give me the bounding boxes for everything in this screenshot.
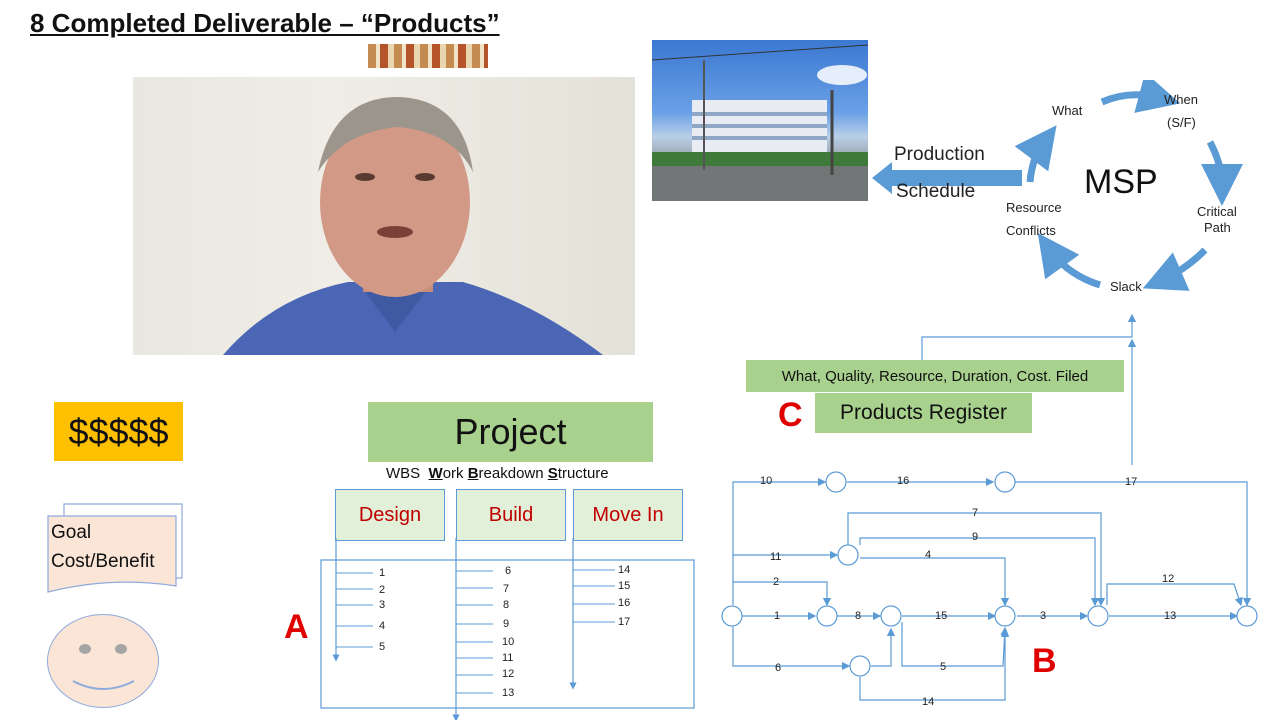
wbs-item: 2 <box>379 584 385 596</box>
schedule-label: Schedule <box>896 181 975 203</box>
wbs-build: Build <box>456 489 566 541</box>
activity-label: 15 <box>935 610 947 622</box>
wbs-caption: WBS Work Breakdown Structure <box>386 465 609 482</box>
activity-label: 7 <box>972 507 978 519</box>
msp-slack: Slack <box>1110 279 1142 294</box>
goal-doc-shape <box>46 500 186 596</box>
msp-resource: Resource <box>1006 200 1062 215</box>
letter-b: B <box>1032 642 1057 681</box>
activity-label: 8 <box>855 610 861 622</box>
activity-label: 4 <box>925 549 931 561</box>
production-label: Production <box>894 144 985 166</box>
wbs-item: 10 <box>502 636 514 648</box>
presenter-figure <box>133 77 635 355</box>
wbs-item: 1 <box>379 567 385 579</box>
activity-label: 2 <box>773 576 779 588</box>
wbs-move-in: Move In <box>573 489 683 541</box>
msp-what: What <box>1052 103 1082 118</box>
activity-label: 16 <box>897 475 909 487</box>
activity-label: 11 <box>770 551 781 563</box>
activity-label: 13 <box>1164 610 1176 622</box>
msp-label: MSP <box>1084 163 1158 202</box>
wbs-item: 7 <box>503 583 509 595</box>
slide-title: 8 Completed Deliverable – “Products” <box>30 8 500 39</box>
activity-label: 9 <box>972 531 978 543</box>
activity-label: 12 <box>1162 573 1174 585</box>
activity-label: 3 <box>1040 610 1046 622</box>
wbs-item: 14 <box>618 564 630 576</box>
msp-when-sub: (S/F) <box>1167 115 1196 130</box>
activity-label: 14 <box>922 696 934 708</box>
msp-when: When <box>1164 92 1198 107</box>
wbs-item: 4 <box>379 620 385 632</box>
building-photo <box>652 40 868 201</box>
books-image <box>368 44 488 68</box>
smiley-face <box>47 614 159 708</box>
wbs-item: 15 <box>618 580 630 592</box>
activity-label: 1 <box>774 610 780 622</box>
wbs-item: 13 <box>502 687 514 699</box>
activity-label: 5 <box>940 661 946 673</box>
goal-label: Goal <box>51 522 91 544</box>
activity-label: 17 <box>1125 476 1137 488</box>
dollar-box: $$$$$ <box>54 402 183 461</box>
msp-critical-sub: Path <box>1204 220 1231 235</box>
wbs-item: 9 <box>503 618 509 630</box>
activity-label: 6 <box>775 662 781 674</box>
wbs-item: 12 <box>502 668 514 680</box>
wbs-item: 17 <box>618 616 630 628</box>
cost-benefit-label: Cost/Benefit <box>51 551 155 573</box>
wbs-design: Design <box>335 489 445 541</box>
wbs-item: 3 <box>379 599 385 611</box>
wbs-item: 5 <box>379 641 385 653</box>
network-diagram <box>715 300 1275 715</box>
activity-label: 10 <box>760 475 772 487</box>
project-title: Project <box>368 402 653 462</box>
wbs-item: 8 <box>503 599 509 611</box>
msp-critical: Critical <box>1197 204 1237 219</box>
wbs-item: 6 <box>505 565 511 577</box>
msp-resource-sub: Conflicts <box>1006 223 1056 238</box>
wbs-item: 16 <box>618 597 630 609</box>
wbs-item: 11 <box>502 652 513 664</box>
presenter-video <box>133 77 635 355</box>
letter-a: A <box>284 608 309 647</box>
